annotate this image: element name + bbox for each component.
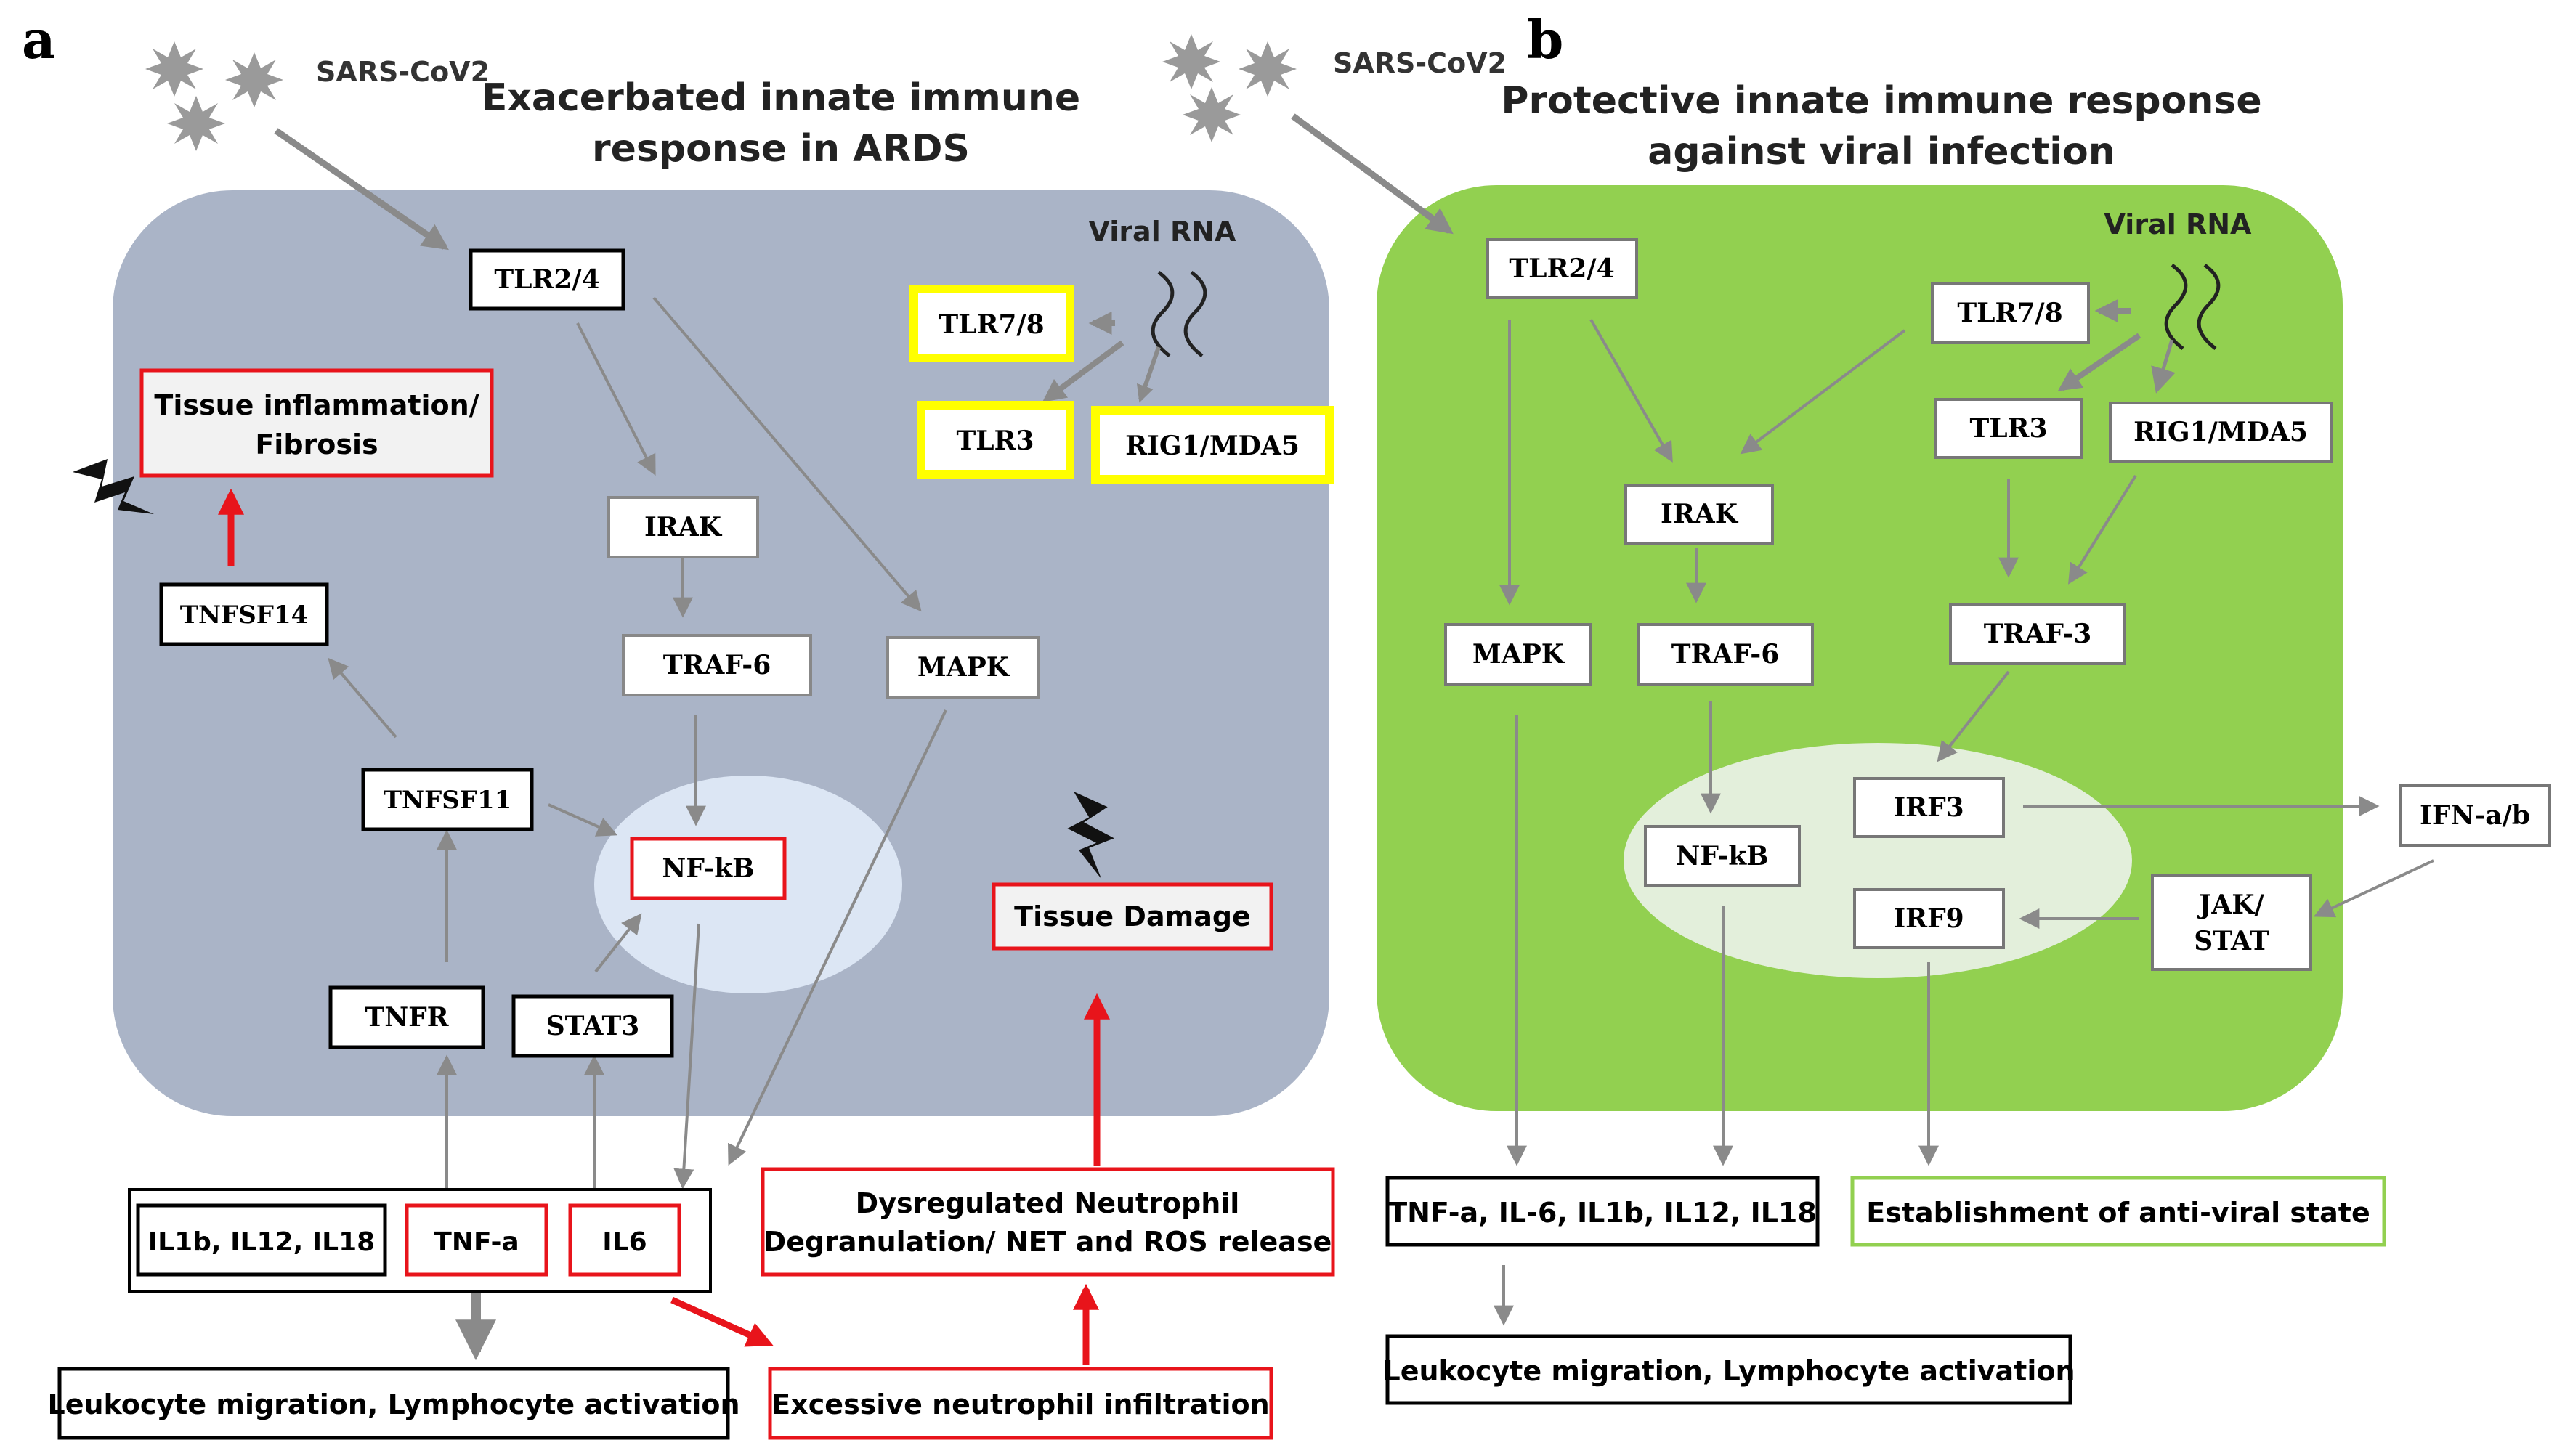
viral-rna-label: Viral RNA [1089,216,1236,248]
node-leukocyte-a: Leukocyte migration, Lymphocyte activati… [47,1367,740,1440]
svg-text:RIG1/MDA5: RIG1/MDA5 [2133,417,2308,447]
node-tlr3-a: TLR3 [917,401,1074,479]
node-excessive-neutrophil: Excessive neutrophil infiltration [768,1367,1273,1440]
svg-text:Degranulation/ NET and ROS rel: Degranulation/ NET and ROS release [763,1226,1332,1258]
node-jak-stat-b: JAK/ STAT [2151,874,2312,971]
svg-text:IRF3: IRF3 [1893,792,1964,823]
node-rig1-a: RIG1/MDA5 [1091,406,1334,484]
arrows-a [218,128,1161,1365]
node-tissue-inflammation: Tissue inflammation/ Fibrosis [139,368,494,478]
panel-a-title-line1: Exacerbated innate immune [482,76,1080,120]
svg-text:IRAK: IRAK [644,512,723,542]
panel-b-title-line2: against viral infection [1648,130,2115,174]
node-mapk-b: MAPK [1444,623,1592,686]
node-tnfsf11: TNFSF11 [361,768,534,831]
node-traf3-b: TRAF-3 [1949,603,2126,665]
node-leukocyte-b: Leukocyte migration, Lymphocyte activati… [1382,1334,2075,1405]
svg-text:Establishment of anti-viral st: Establishment of anti-viral state [1866,1197,2370,1229]
panel-b-label: b [1527,9,1563,70]
svg-text:TRAF-3: TRAF-3 [1984,619,2092,649]
svg-text:TLR7/8: TLR7/8 [1957,298,2062,328]
svg-text:IL6: IL6 [602,1227,647,1257]
viral-rna-icon [2164,263,2221,350]
node-irf3-b: IRF3 [1853,777,2005,838]
panel-a-title-line2: response in ARDS [592,127,970,171]
node-irak-b: IRAK [1624,484,1774,545]
svg-text:TLR3: TLR3 [1969,413,2047,444]
viral-rna-icon [1151,270,1207,357]
svg-text:MAPK: MAPK [917,652,1010,683]
svg-text:Fibrosis: Fibrosis [255,428,378,460]
svg-text:TLR2/4: TLR2/4 [1509,253,1614,284]
svg-text:TNFR: TNFR [365,1002,449,1033]
node-antiviral-b: Establishment of anti-viral state [1850,1176,2386,1247]
svg-text:STAT: STAT [2194,926,2269,956]
virus-label: SARS-CoV2 [1333,47,1507,79]
svg-text:TLR3: TLR3 [956,426,1034,456]
svg-text:Tissue inflammation/: Tissue inflammation/ [154,389,479,421]
svg-text:TLR7/8: TLR7/8 [939,309,1044,340]
node-nfkb-a: NF-kB [630,837,787,900]
svg-text:Dysregulated Neutrophil: Dysregulated Neutrophil [856,1187,1240,1219]
panel-b-title-line1: Protective innate immune response [1501,79,2261,123]
panel-a: a SARS-CoV2 Exacerbated innate immune re… [22,9,1335,1440]
svg-text:STAT3: STAT3 [546,1011,640,1041]
svg-text:NF-kB: NF-kB [662,853,754,884]
svg-text:TNF-a, IL-6, IL1b, IL12, IL18: TNF-a, IL-6, IL1b, IL12, IL18 [1388,1197,1817,1229]
arrows-b [1291,113,2434,1326]
svg-text:IL1b, IL12, IL18: IL1b, IL12, IL18 [148,1227,375,1257]
svg-text:Leukocyte migration, Lymphocyt: Leukocyte migration, Lymphocyte activati… [47,1388,739,1420]
node-tlr78-a: TLR7/8 [909,285,1074,362]
node-tissue-damage: Tissue Damage [992,882,1273,951]
node-ifn-b: IFN-a/b [2399,784,2551,847]
svg-text:IFN-a/b: IFN-a/b [2420,800,2530,831]
virus-icon [145,41,283,151]
svg-text:Leukocyte migration, Lymphocyt: Leukocyte migration, Lymphocyte activati… [1382,1355,2075,1387]
svg-text:NF-kB: NF-kB [1676,841,1768,871]
viral-rna-label: Viral RNA [2104,208,2252,240]
node-mapk-a: MAPK [886,636,1040,699]
svg-text:Excessive neutrophil infiltrat: Excessive neutrophil infiltration [771,1388,1269,1420]
svg-text:TLR2/4: TLR2/4 [494,264,599,295]
node-traf6-b: TRAF-6 [1637,623,1814,686]
panel-b: b SARS-CoV2 Protective innate immune res… [1162,9,2551,1405]
node-tlr24-b: TLR2/4 [1486,238,1638,299]
cytokine-group-a: IL1b, IL12, IL18 TNF-a IL6 [128,1188,712,1293]
svg-text:IRAK: IRAK [1661,499,1739,529]
node-nfkb-b: NF-kB [1644,825,1801,887]
node-cytokines-b: TNF-a, IL-6, IL1b, IL12, IL18 [1385,1176,1820,1247]
svg-text:TNFSF11: TNFSF11 [384,786,512,815]
svg-text:TNF-a: TNF-a [434,1227,519,1257]
virus-icon [1162,34,1297,142]
node-irf9-b: IRF9 [1853,888,2005,949]
svg-text:MAPK: MAPK [1472,639,1565,670]
svg-text:TRAF-6: TRAF-6 [663,650,771,680]
node-tlr3-b: TLR3 [1934,398,2083,459]
svg-text:Tissue Damage: Tissue Damage [1014,900,1251,932]
node-irak-a: IRAK [607,496,759,558]
virus-label: SARS-CoV2 [316,56,490,88]
node-tnfr: TNFR [328,985,485,1049]
panel-a-label: a [22,9,56,70]
svg-text:JAK/: JAK/ [2197,890,2264,920]
svg-text:IRF9: IRF9 [1893,903,1964,934]
node-traf6-a: TRAF-6 [622,634,812,696]
svg-text:TNFSF14: TNFSF14 [180,601,309,630]
node-stat3: STAT3 [511,994,674,1058]
node-rig1-b: RIG1/MDA5 [2109,402,2333,463]
node-tnfsf14: TNFSF14 [159,582,329,646]
node-dysregulated-neutrophil: Dysregulated Neutrophil Degranulation/ N… [761,1167,1335,1277]
node-tlr24-a: TLR2/4 [469,248,625,311]
svg-text:RIG1/MDA5: RIG1/MDA5 [1125,431,1300,461]
svg-text:TRAF-6: TRAF-6 [1671,639,1780,670]
node-tlr78-b: TLR7/8 [1931,282,2090,344]
